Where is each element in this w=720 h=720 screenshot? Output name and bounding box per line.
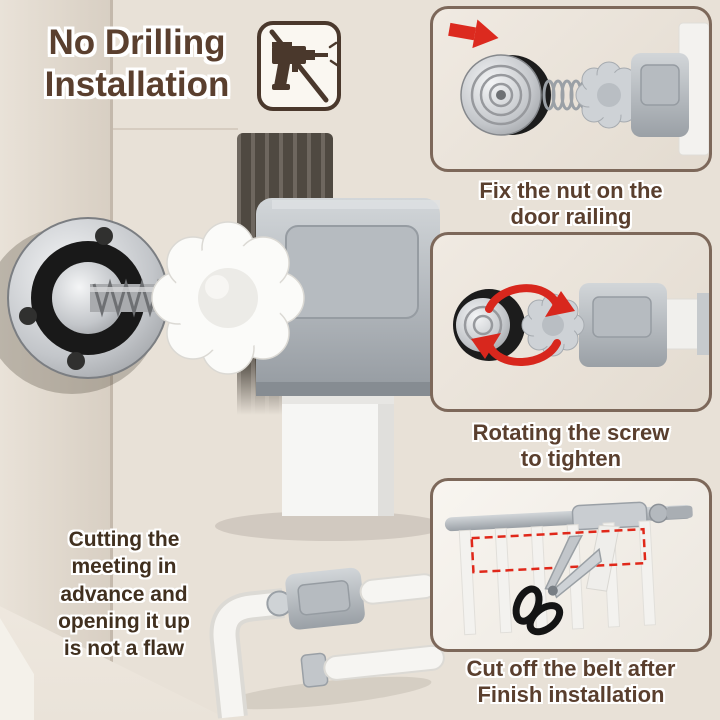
gate-bracket (256, 198, 440, 396)
corner-tube-face (213, 592, 285, 719)
gate-corner-photo (209, 567, 445, 719)
disc-hole (67, 352, 85, 370)
scissors-icon (512, 534, 603, 636)
post-shadow (215, 511, 445, 541)
step3-illustration (444, 501, 693, 636)
rotation-arrows-icon (471, 284, 575, 366)
gate-shadow (222, 676, 432, 710)
step1-caption: Fix the nut on the door railing (479, 178, 663, 230)
step3-caption: Cut off the belt after Finish installati… (466, 656, 676, 708)
nut-disc (460, 54, 551, 136)
step1-illustration (448, 19, 709, 156)
top-tube (359, 573, 438, 605)
bracket (579, 283, 667, 367)
prohibition-slash (269, 29, 329, 103)
step2-illustration (453, 283, 709, 367)
gate-post (282, 396, 394, 516)
lower-tube (300, 644, 445, 688)
gate-top-rail (444, 501, 693, 532)
page-title: No Drilling Installation (44, 23, 230, 104)
step-panel-3 (430, 478, 712, 652)
step2-caption: Rotating the screw to tighten (472, 420, 670, 472)
clamp-bracket (266, 567, 365, 630)
no-drilling-icon (257, 21, 341, 111)
gate-rail-horizontal (662, 293, 709, 355)
adjust-knob (575, 61, 643, 129)
white-knob (151, 221, 305, 375)
disc-hole (19, 307, 37, 325)
note-text: Cutting the meeting in advance and openi… (58, 528, 190, 661)
main-mechanism-photo (0, 198, 445, 541)
bracket (631, 53, 689, 137)
step-panel-2 (430, 232, 712, 412)
adjust-knob (521, 293, 585, 357)
red-arrow-icon (448, 19, 499, 49)
wall-trim-line (113, 128, 238, 130)
disc-hole (95, 227, 113, 245)
step-panel-1 (430, 6, 712, 172)
